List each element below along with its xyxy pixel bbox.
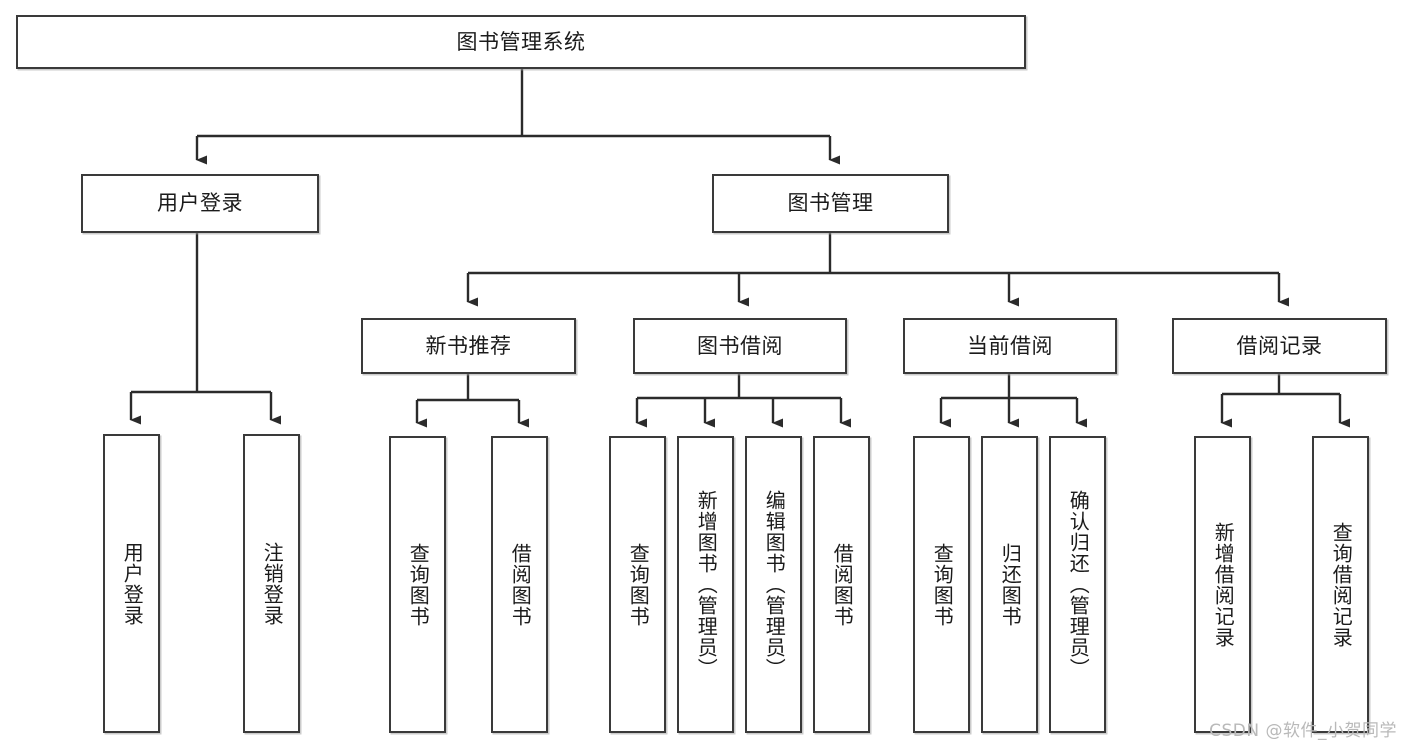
leaf-confirm-return-admin[interactable]: 确认归还（管理员） xyxy=(1049,436,1106,733)
leaf-user-logout[interactable]: 注销登录 xyxy=(243,434,300,733)
leaf-query-book-recommend[interactable]: 查询图书 xyxy=(389,436,446,733)
node-label: 编辑图书（管理员） xyxy=(762,490,787,679)
csdn-watermark: CSDN @软件_小贺同学 xyxy=(1209,721,1397,741)
node-label: 用户登录 xyxy=(157,191,243,216)
leaf-add-borrow-record[interactable]: 新增借阅记录 xyxy=(1194,436,1251,733)
node-label: 新增借阅记录 xyxy=(1211,521,1236,648)
node-book-management[interactable]: 图书管理 xyxy=(712,174,949,233)
node-root-book-management-system[interactable]: 图书管理系统 xyxy=(16,15,1026,69)
node-label: 新增图书（管理员） xyxy=(694,490,719,679)
node-book-borrow[interactable]: 图书借阅 xyxy=(633,318,847,374)
leaf-query-borrow-record[interactable]: 查询借阅记录 xyxy=(1312,436,1369,733)
node-label: 图书管理 xyxy=(787,191,874,216)
node-label: 确认归还（管理员） xyxy=(1066,490,1091,679)
leaf-return-book[interactable]: 归还图书 xyxy=(981,436,1038,733)
leaf-query-book-borrow[interactable]: 查询图书 xyxy=(609,436,666,733)
node-label: 归还图书 xyxy=(998,542,1023,627)
node-label: 查询图书 xyxy=(626,542,651,627)
leaf-borrow-book[interactable]: 借阅图书 xyxy=(813,436,870,733)
node-borrow-record[interactable]: 借阅记录 xyxy=(1172,318,1387,374)
node-label: 查询图书 xyxy=(930,542,955,627)
node-new-book-recommend[interactable]: 新书推荐 xyxy=(361,318,576,374)
node-label: 用户登录 xyxy=(120,541,145,626)
node-label: 借阅图书 xyxy=(830,542,855,627)
node-label: 查询图书 xyxy=(406,542,431,627)
node-label: 当前借阅 xyxy=(967,333,1053,358)
node-current-borrow[interactable]: 当前借阅 xyxy=(903,318,1117,374)
node-label: 新书推荐 xyxy=(425,333,512,358)
node-label: 注销登录 xyxy=(260,541,285,626)
leaf-edit-book-admin[interactable]: 编辑图书（管理员） xyxy=(745,436,802,733)
leaf-add-book-admin[interactable]: 新增图书（管理员） xyxy=(677,436,734,733)
node-user-login[interactable]: 用户登录 xyxy=(81,174,319,233)
leaf-borrow-book-recommend[interactable]: 借阅图书 xyxy=(491,436,548,733)
node-label: 借阅记录 xyxy=(1236,333,1323,358)
leaf-query-book-current[interactable]: 查询图书 xyxy=(913,436,970,733)
node-label: 图书管理系统 xyxy=(456,29,586,54)
leaf-user-login[interactable]: 用户登录 xyxy=(103,434,160,733)
node-label: 借阅图书 xyxy=(508,542,533,627)
node-label: 图书借阅 xyxy=(697,333,783,358)
node-label: 查询借阅记录 xyxy=(1329,521,1354,648)
